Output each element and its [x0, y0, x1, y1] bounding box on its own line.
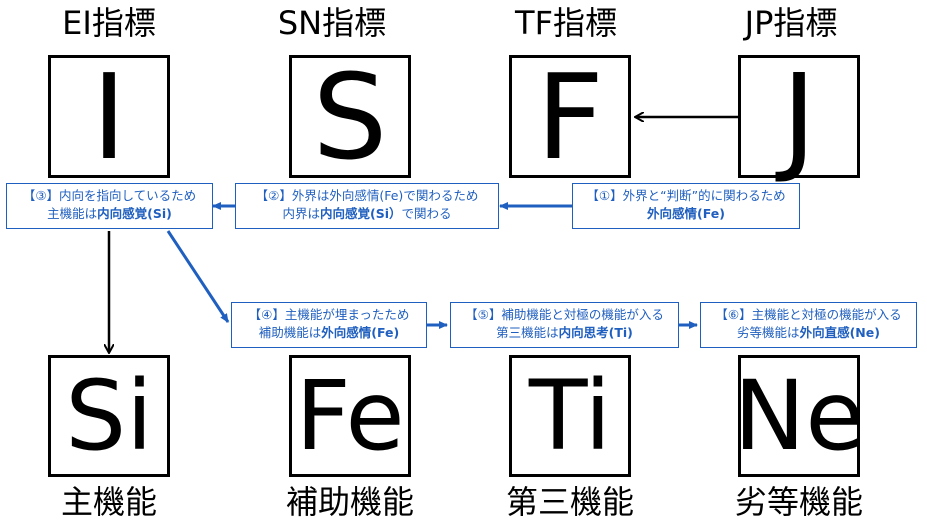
heading-tf: TF指標 — [515, 4, 617, 42]
note-5-line1: 【⑤】補助機能と対極の機能が入る — [465, 307, 664, 322]
label-tertiary-function: 第三機能 — [505, 483, 634, 521]
function-box-ne: Ne — [734, 355, 864, 477]
note-1-line1: 【①】外界と“判断”的に関わるため — [586, 188, 786, 203]
arrow-note3-to-note4 — [166, 230, 230, 323]
label-main-function: 主機能 — [60, 483, 157, 521]
label-auxiliary-function: 補助機能 — [285, 483, 414, 521]
function-box-ti: Ti — [509, 355, 631, 477]
note-3-line1: 【③】内向を指向しているため — [22, 188, 197, 203]
note-4-line1: 【④】主機能が埋まったため — [248, 307, 410, 322]
note-2-bold: 内向感覚(Si） — [319, 206, 402, 221]
note-6: 【⑥】主機能と対極の機能が入る 劣等機能は外向直感(Ne) — [700, 302, 917, 348]
label-inferior-function: 劣等機能 — [734, 483, 863, 521]
function-si: Si — [65, 360, 153, 472]
note-6-bold: 外向直感(Ne) — [799, 325, 880, 340]
note-3-bold: 内向感覚(Si) — [97, 206, 172, 221]
heading-jp: JP指標 — [744, 4, 838, 42]
note-1: 【①】外界と“判断”的に関わるため 外向感情(Fe) — [572, 183, 800, 229]
note-3: 【③】内向を指向しているため 主機能は内向感覚(Si) — [6, 183, 213, 229]
letter-i: I — [91, 47, 127, 186]
letter-f: F — [536, 47, 604, 186]
letter-box-j: J — [738, 55, 860, 178]
function-ti: Ti — [528, 360, 612, 472]
letter-box-f: F — [509, 55, 631, 178]
note-5: 【⑤】補助機能と対極の機能が入る 第三機能は内向思考(Ti) — [450, 302, 679, 348]
note-4-pre: 補助機能は — [258, 325, 322, 340]
note-4-bold: 外向感情(Fe) — [321, 325, 400, 340]
function-box-si: Si — [48, 355, 170, 477]
note-3-pre: 主機能は — [47, 206, 98, 221]
note-5-pre: 第三機能は — [496, 325, 559, 340]
note-4: 【④】主機能が埋まったため 補助機能は外向感情(Fe) — [231, 302, 427, 348]
note-2-pre: 内界は — [282, 206, 320, 221]
note-2-post: で関わる — [401, 206, 452, 221]
note-6-line1: 【⑥】主機能と対極の機能が入る — [715, 307, 902, 322]
note-6-pre: 劣等機能は — [737, 325, 800, 340]
note-2-line1: 【②】外界は外向感情(Fe)で関わるため — [255, 188, 479, 203]
function-fe: Fe — [295, 360, 405, 472]
letter-box-i: I — [48, 55, 170, 178]
function-ne: Ne — [733, 360, 865, 472]
letter-j: J — [781, 47, 817, 186]
heading-sn: SN指標 — [277, 4, 387, 42]
note-5-bold: 内向思考(Ti) — [558, 325, 633, 340]
note-1-bold: 外向感情(Fe) — [647, 206, 725, 221]
letter-s: S — [312, 47, 388, 186]
heading-ei: EI指標 — [62, 4, 156, 42]
note-2: 【②】外界は外向感情(Fe)で関わるため 内界は内向感覚(Si）で関わる — [235, 183, 499, 229]
function-box-fe: Fe — [289, 355, 411, 477]
letter-box-s: S — [289, 55, 411, 178]
